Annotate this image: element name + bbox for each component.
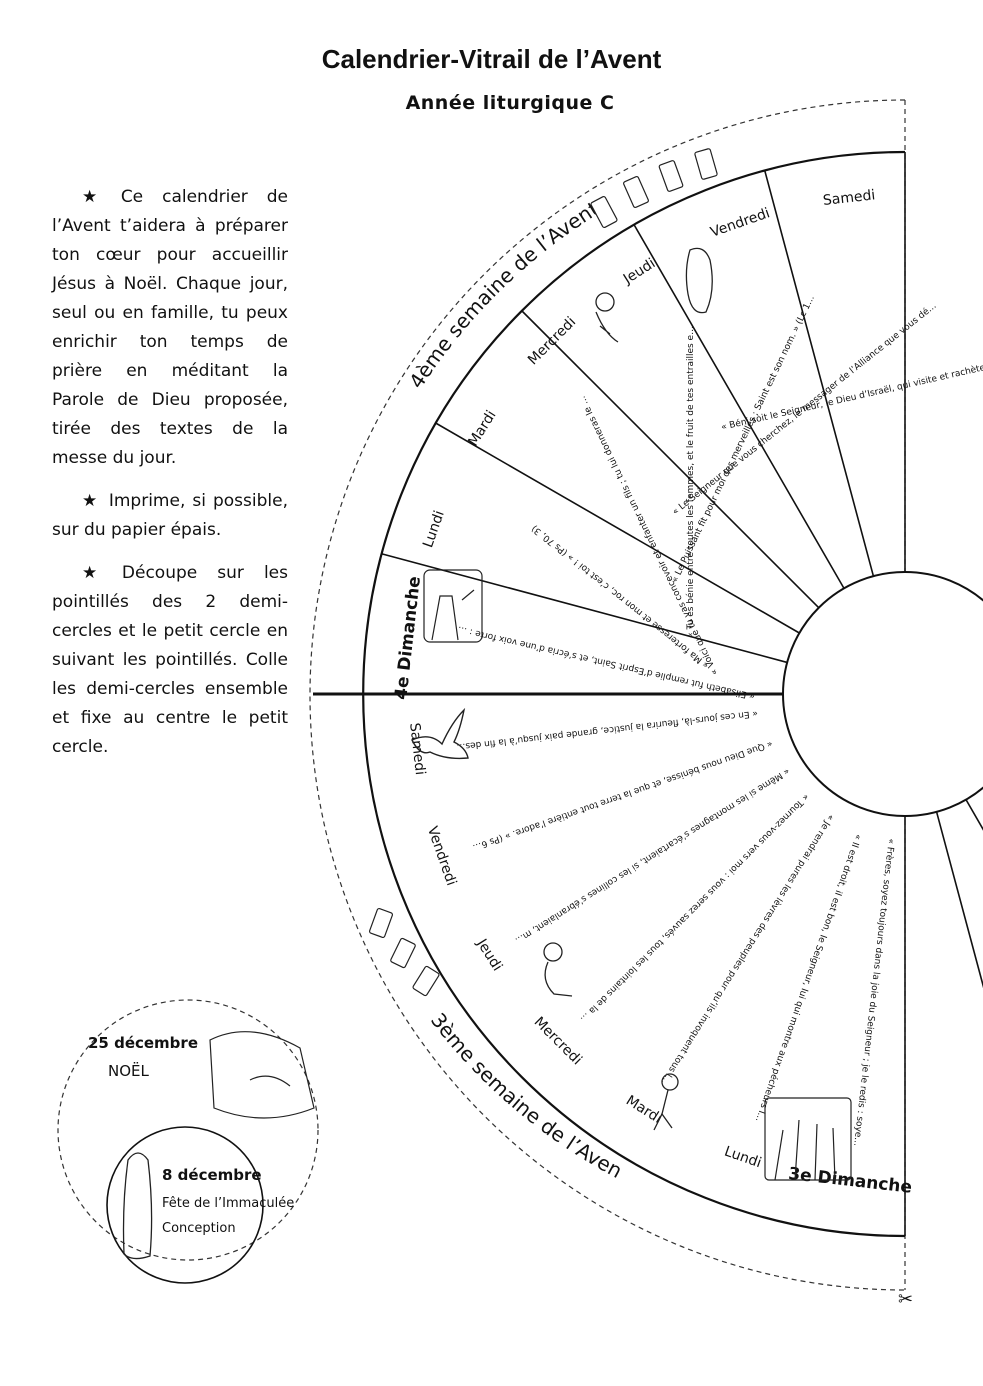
quote-text: « Que Dieu nous bénisse, et que la terre… <box>471 738 774 853</box>
dove-icon <box>411 707 469 760</box>
spoke-line <box>763 170 875 577</box>
small-circle-cutline <box>57 999 319 1261</box>
spoke-line <box>521 310 820 609</box>
walking-boy-icon <box>653 1073 679 1131</box>
quote-text: « En ces jours-là, fleurira la justice, … <box>456 708 758 752</box>
day-label: 4e Dimanche <box>391 575 425 701</box>
star-icon: ★ <box>82 187 111 207</box>
immaculee-figure-icon <box>122 1152 153 1260</box>
day-label: Vendredi <box>708 205 772 240</box>
spoke-line <box>633 224 845 589</box>
intro-text: ★Ce calendrier de l’Avent t’aidera à pré… <box>52 183 288 776</box>
kneeling-child-icon <box>543 942 573 997</box>
day-label: Samedi <box>822 187 876 209</box>
day-label: Lundi <box>420 509 448 550</box>
quote-text: « Frères, soyez toujours dans la joie du… <box>851 838 897 1147</box>
candles-upper-icon <box>590 148 718 229</box>
inner-small-circle <box>106 1126 264 1284</box>
immaculee-date: 8 décembre <box>162 1166 262 1184</box>
noel-date: 25 décembre <box>88 1034 198 1052</box>
praying-child-icon <box>595 292 619 343</box>
week-label-lower: 3ème semaine de l’Avent <box>0 0 626 1183</box>
star-icon: ★ <box>82 491 99 511</box>
day-label: Mercredi <box>531 1014 585 1068</box>
noel-label: NOËL <box>108 1061 150 1080</box>
annunciation-icon <box>423 569 483 643</box>
day-label: Lundi <box>722 1144 763 1172</box>
intro-paragraph: ★Découpe sur les pointillés des 2 demi-c… <box>52 563 288 757</box>
nativity-icon <box>209 1031 315 1119</box>
spoke-line <box>381 552 788 664</box>
intro-paragraph: ★Imprime, si possible, sur du papier épa… <box>52 491 288 540</box>
spoke-line <box>935 811 983 989</box>
quote-text: « Il est droit, il est bon, le Seigneur,… <box>753 833 864 1124</box>
day-label: 3e Dimanche <box>787 1164 913 1198</box>
quote-text: « Tu es bénie entre toutes les femmes, e… <box>685 326 696 638</box>
crowd-icon <box>764 1097 852 1181</box>
cut-line-outer <box>309 99 906 1291</box>
day-label: Jeudi <box>620 256 658 288</box>
candles-lower-icon <box>368 908 440 997</box>
spoke-line <box>435 422 800 634</box>
day-label: Jeudi <box>473 936 505 974</box>
page-subtitle: Année liturgique C <box>405 92 615 114</box>
spoke-line <box>965 799 983 831</box>
scissors-icon: ✂ <box>898 1289 913 1310</box>
mary-figure-icon <box>685 247 713 314</box>
immaculee-label-line1: Fête de l’Immaculée <box>162 1196 294 1211</box>
wheel-center <box>782 571 983 817</box>
day-label: Vendredi <box>424 824 459 888</box>
day-label: Mardi <box>465 408 499 449</box>
intro-paragraph: ★Ce calendrier de l’Avent t’aidera à pré… <box>52 187 288 468</box>
wheel-spokes <box>381 152 983 1236</box>
star-icon: ★ <box>82 563 112 583</box>
immaculee-label-line2: Conception <box>162 1221 236 1236</box>
page-title: Calendrier-Vitrail de l’Avent <box>321 44 662 74</box>
quote-text: « Le Seigneur que vous cherchez, le mess… <box>670 300 938 517</box>
